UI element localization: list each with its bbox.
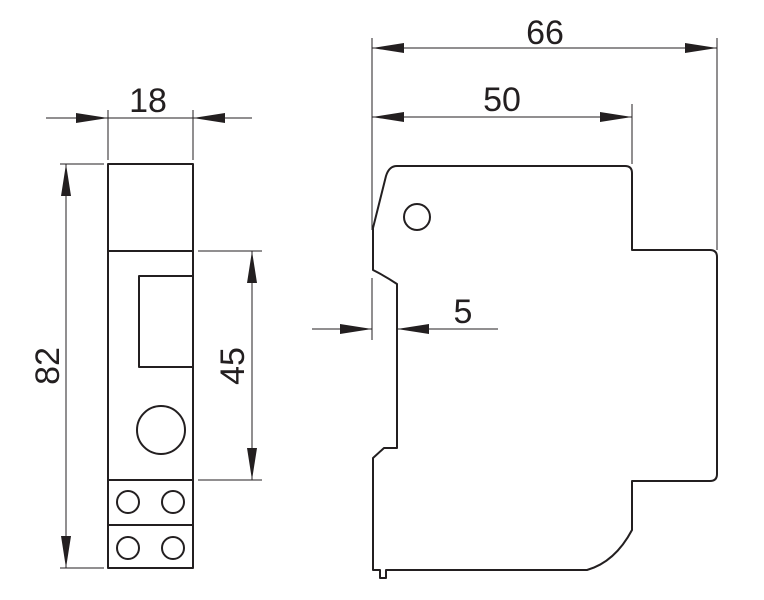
front-view-terminal-screw <box>116 536 140 560</box>
side-view-profile <box>372 165 718 579</box>
dimension-label-front-window-height: 45 <box>214 347 252 385</box>
front-view-terminal-screw <box>116 490 140 514</box>
dimension-arrow <box>247 251 257 283</box>
side-view <box>372 165 718 579</box>
dimension-side-upper-depth: 50 <box>372 81 633 164</box>
dimension-front-window-height: 45 <box>198 250 262 481</box>
dimension-side-rail-offset: 5 <box>312 278 498 340</box>
dimension-label-side-total-depth: 66 <box>526 14 564 52</box>
dimension-label-side-rail-offset: 5 <box>454 293 473 331</box>
dimension-arrow <box>372 43 404 53</box>
dimension-front-width: 18 <box>46 82 252 160</box>
dimension-arrow <box>397 324 429 334</box>
dimension-arrow <box>685 43 717 53</box>
dimension-arrow <box>61 164 71 196</box>
dimension-arrow <box>61 536 71 568</box>
dimension-arrow <box>76 113 108 123</box>
front-view-terminal-screw <box>161 536 185 560</box>
dimension-arrow <box>372 112 404 122</box>
side-view-mounting-hole <box>403 203 431 231</box>
dimension-arrow <box>600 112 632 122</box>
dimension-front-height: 82 <box>29 163 104 569</box>
dimension-arrow <box>247 448 257 480</box>
dimension-arrow <box>340 324 372 334</box>
front-view-display-window <box>138 275 194 368</box>
dimension-label-front-height: 82 <box>29 347 67 385</box>
front-view-knob <box>136 405 186 455</box>
dimension-label-front-width: 18 <box>129 82 167 120</box>
dimension-side-total-depth: 66 <box>371 14 718 250</box>
dimension-arrow <box>193 113 225 123</box>
front-view-terminal-screw <box>161 490 185 514</box>
dimension-label-side-upper-depth: 50 <box>483 81 521 119</box>
front-view <box>107 163 194 569</box>
